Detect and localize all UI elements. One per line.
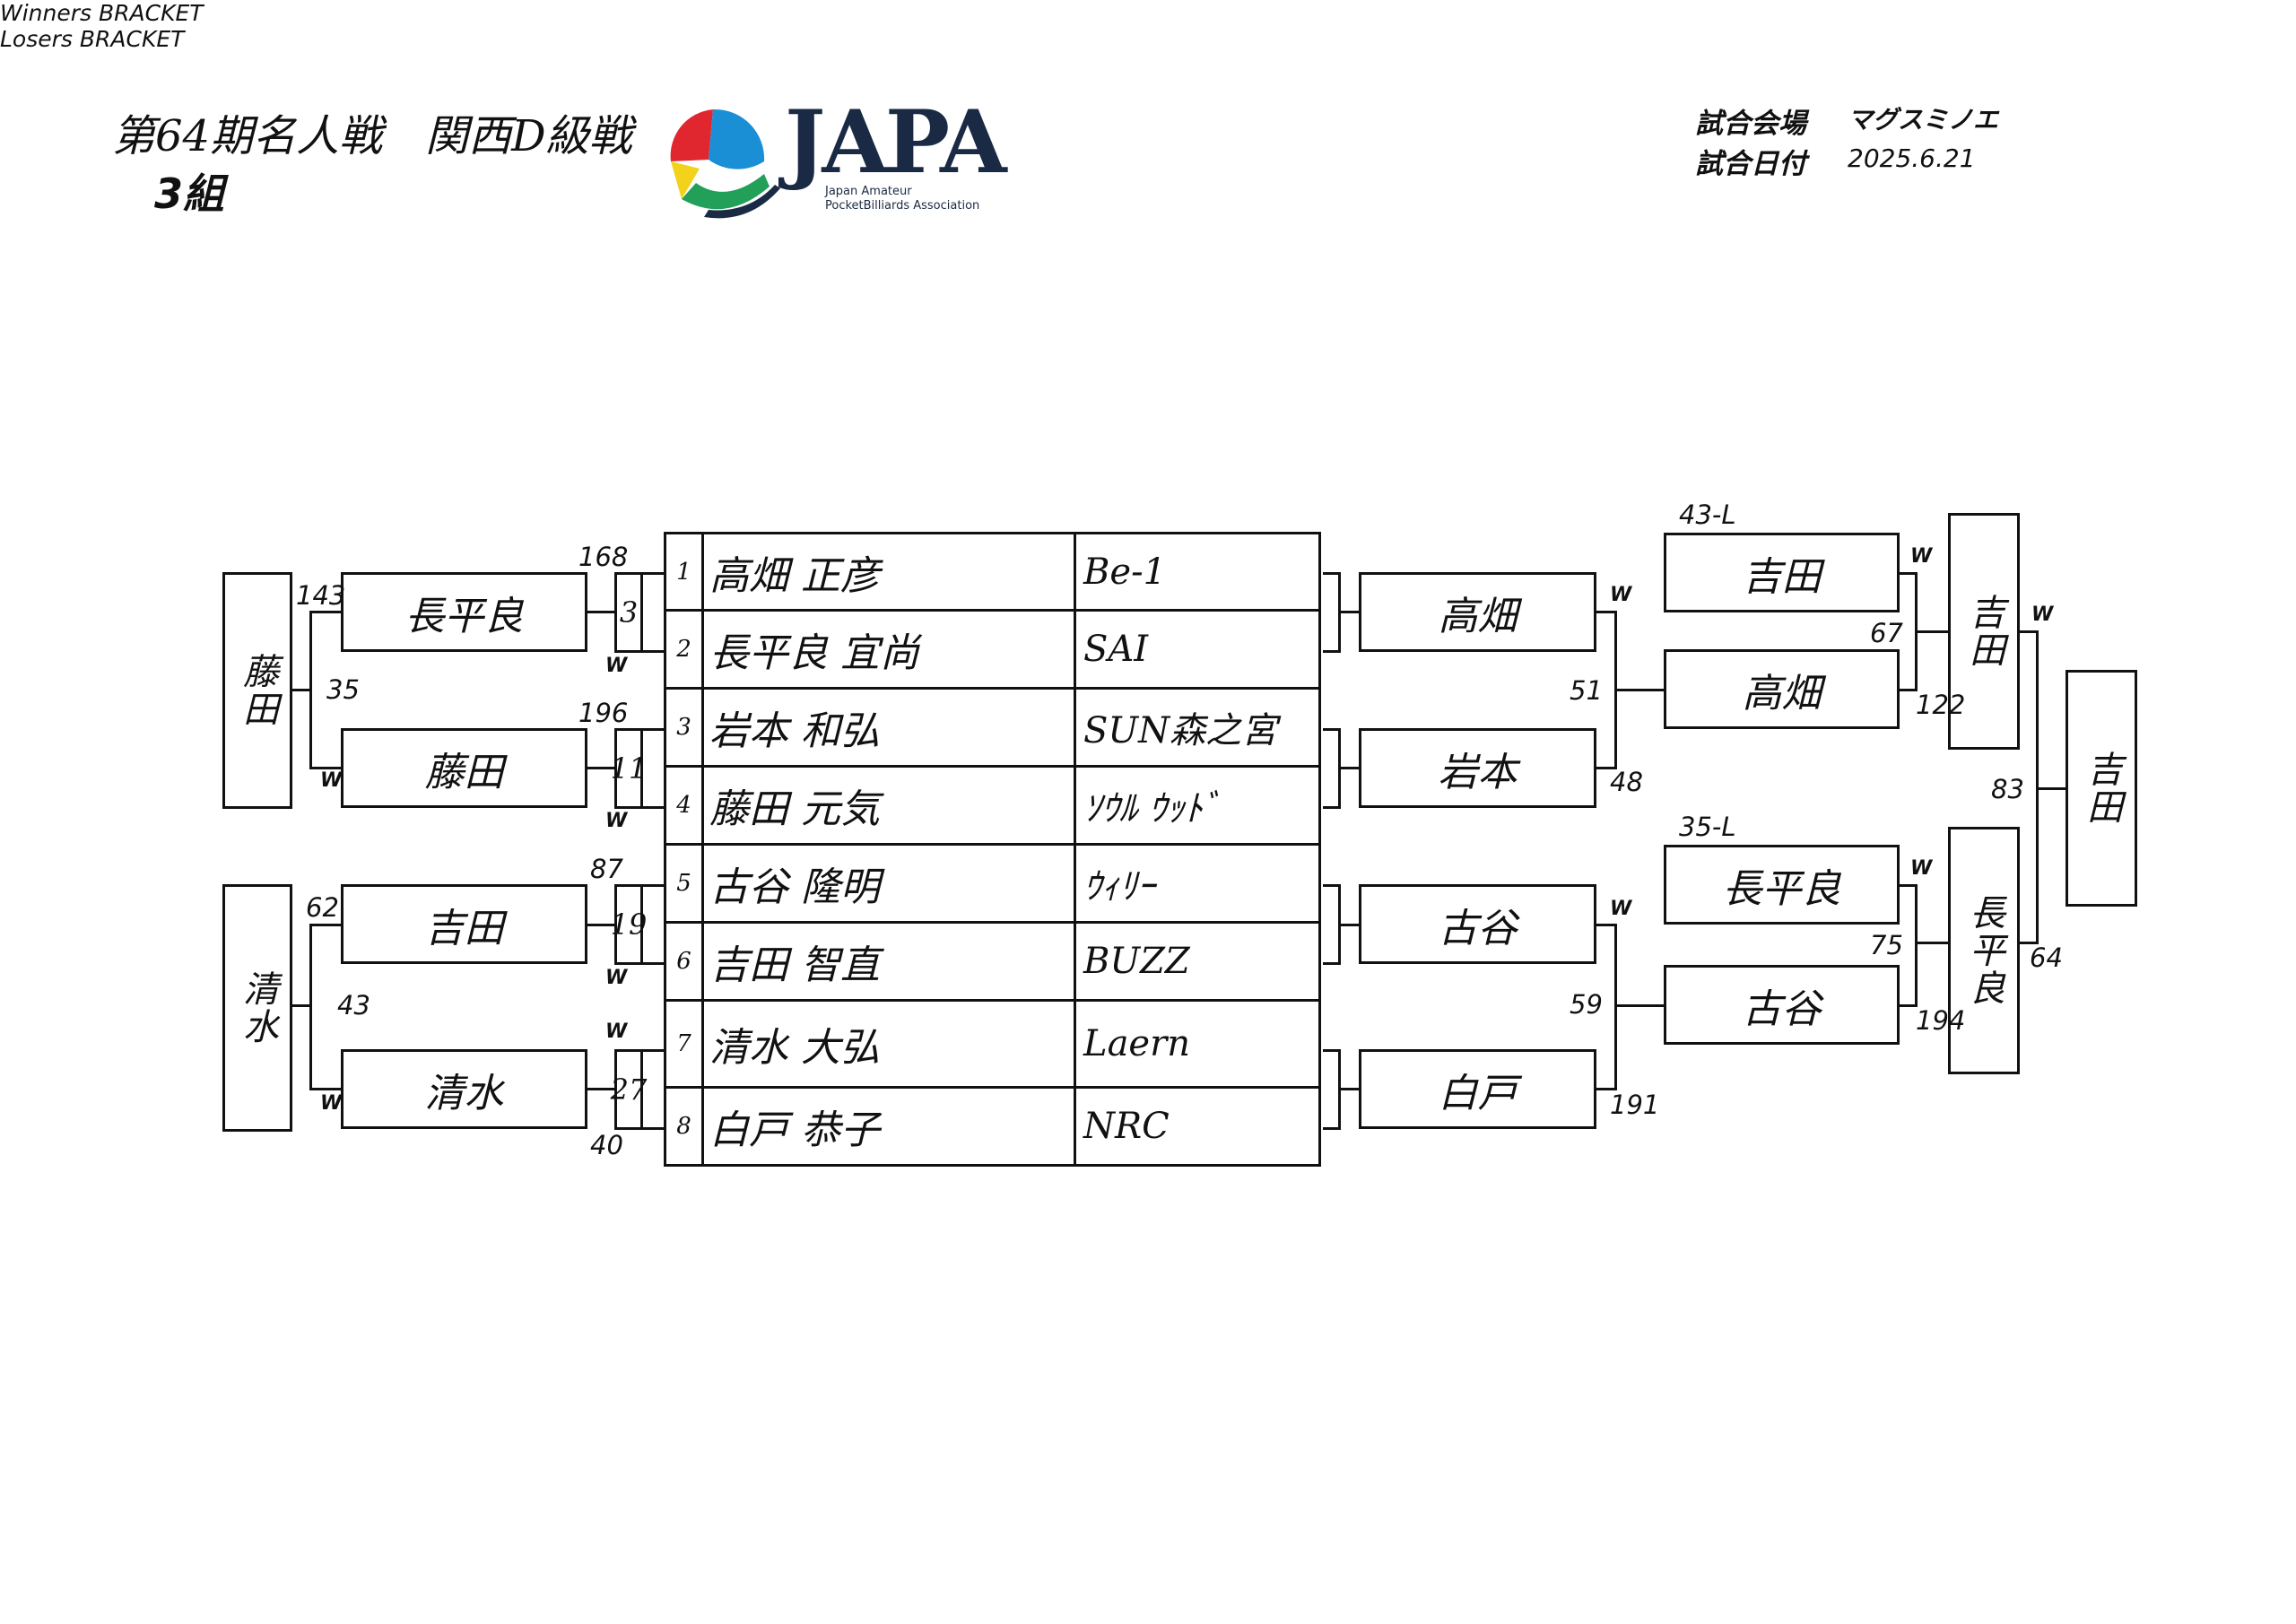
entry-no: 7 [664,999,704,1089]
entry-team: NRC [1074,1086,1321,1167]
wb-num: 43 [337,990,370,1020]
wb-r1-score: 19 [611,884,647,965]
win-mark: W [1610,584,1632,606]
wb-r3-player: 清水 [222,884,292,1132]
logo-text: JAPA [785,91,1007,193]
wb-num: 143 [296,580,346,611]
wb-r1-score: 3 [614,572,643,653]
entry-team: ｿｳﾙ ｳｯﾄﾞ [1074,765,1321,846]
final-winner: 吉田 [2066,670,2137,907]
winners-bracket-label: Winners BRACKET [0,0,204,26]
lb-r2-player: 高畑 [1664,649,1900,729]
lb-r1-player: 古谷 [1359,884,1596,964]
lb-num: 48 [1610,767,1643,797]
win-mark: W [320,1092,343,1115]
lb-r3-player: 長平良 [1948,827,2020,1074]
entry-no: 5 [664,843,704,924]
lb-r2-player: 古谷 [1664,965,1900,1045]
entry-no: 8 [664,1086,704,1167]
wb-num: 62 [306,892,339,923]
venue-value: マグスミノエ [1848,105,1999,135]
entry-team: BUZZ [1074,921,1321,1002]
entry-name: 藤田 元気 [701,765,1076,846]
win-mark: W [605,810,628,832]
lb-r2-player: 長平良 [1664,845,1900,925]
entry-team: Laern [1074,999,1321,1089]
lb-num: 64 [2030,942,2063,973]
wb-num: 40 [590,1130,623,1160]
entry-name: 古谷 隆明 [701,843,1076,924]
entry-name: 岩本 和弘 [701,687,1076,768]
entry-team: ｳｨﾘｰ [1074,843,1321,924]
losers-bracket-label: Losers BRACKET [0,26,185,52]
drop-label: 35-L [1679,812,1736,842]
win-mark: W [320,769,343,792]
lb-r3-player: 吉田 [1948,513,2020,750]
entry-name: 吉田 智直 [701,921,1076,1002]
lb-num: 67 [1870,618,1903,648]
entry-team: Be-1 [1074,532,1321,612]
entry-team: SAI [1074,609,1321,690]
wb-r1-score: 27 [611,1049,647,1130]
wb-r2-player: 吉田 [341,884,587,964]
japa-logo: JAPA Japan Amateur PocketBilliards Assoc… [664,91,1022,229]
win-mark: W [2031,604,2054,626]
entry-name: 長平良 宜尚 [701,609,1076,690]
group-label: 3組 [154,169,225,218]
win-mark: W [605,967,628,989]
win-mark: W [1610,898,1632,920]
lb-r1-player: 白戸 [1359,1049,1596,1129]
venue-label: 試合会場 [1695,108,1806,140]
entry-no: 3 [664,687,704,768]
lb-num: 83 [1991,774,2024,804]
wb-num: 196 [578,698,629,728]
entry-name: 白戸 恭子 [701,1086,1076,1167]
lb-r2-player: 吉田 [1664,533,1900,612]
date-label: 試合日付 [1695,148,1806,180]
date-value: 2025.6.21 [1848,143,1976,173]
wb-r2-player: 藤田 [341,728,587,808]
entry-name: 清水 大弘 [701,999,1076,1089]
entry-team: SUN森之宮 [1074,687,1321,768]
wb-r1-score: 11 [611,728,647,809]
logo-sub1: Japan Amateur [825,185,912,198]
entry-no: 1 [664,532,704,612]
entry-name: 高畑 正彦 [701,532,1076,612]
win-mark: W [605,1020,628,1043]
lb-num: 59 [1570,989,1603,1020]
wb-num: 168 [578,542,629,572]
lb-num: 191 [1610,1090,1660,1120]
wb-r2-player: 清水 [341,1049,587,1129]
wb-r2-player: 長平良 [341,572,587,652]
lb-num: 122 [1916,690,1966,720]
win-mark: W [1910,857,1933,880]
drop-label: 43-L [1679,499,1736,530]
lb-num: 75 [1870,930,1903,960]
wb-num: 35 [326,674,360,705]
lb-num: 194 [1916,1005,1966,1036]
lb-r1-player: 高畑 [1359,572,1596,652]
logo-mark-icon [670,109,780,219]
wb-num: 87 [590,854,623,884]
entry-no: 6 [664,921,704,1002]
wb-r3-player: 藤田 [222,572,292,809]
lb-r1-player: 岩本 [1359,728,1596,808]
win-mark: W [1910,545,1933,568]
lb-num: 51 [1570,675,1603,706]
entry-no: 2 [664,609,704,690]
win-mark: W [605,655,628,677]
logo-sub2: PocketBilliards Association [825,199,980,213]
event-title: 第64期名人戦 関西D級戦 [112,111,632,161]
entry-no: 4 [664,765,704,846]
